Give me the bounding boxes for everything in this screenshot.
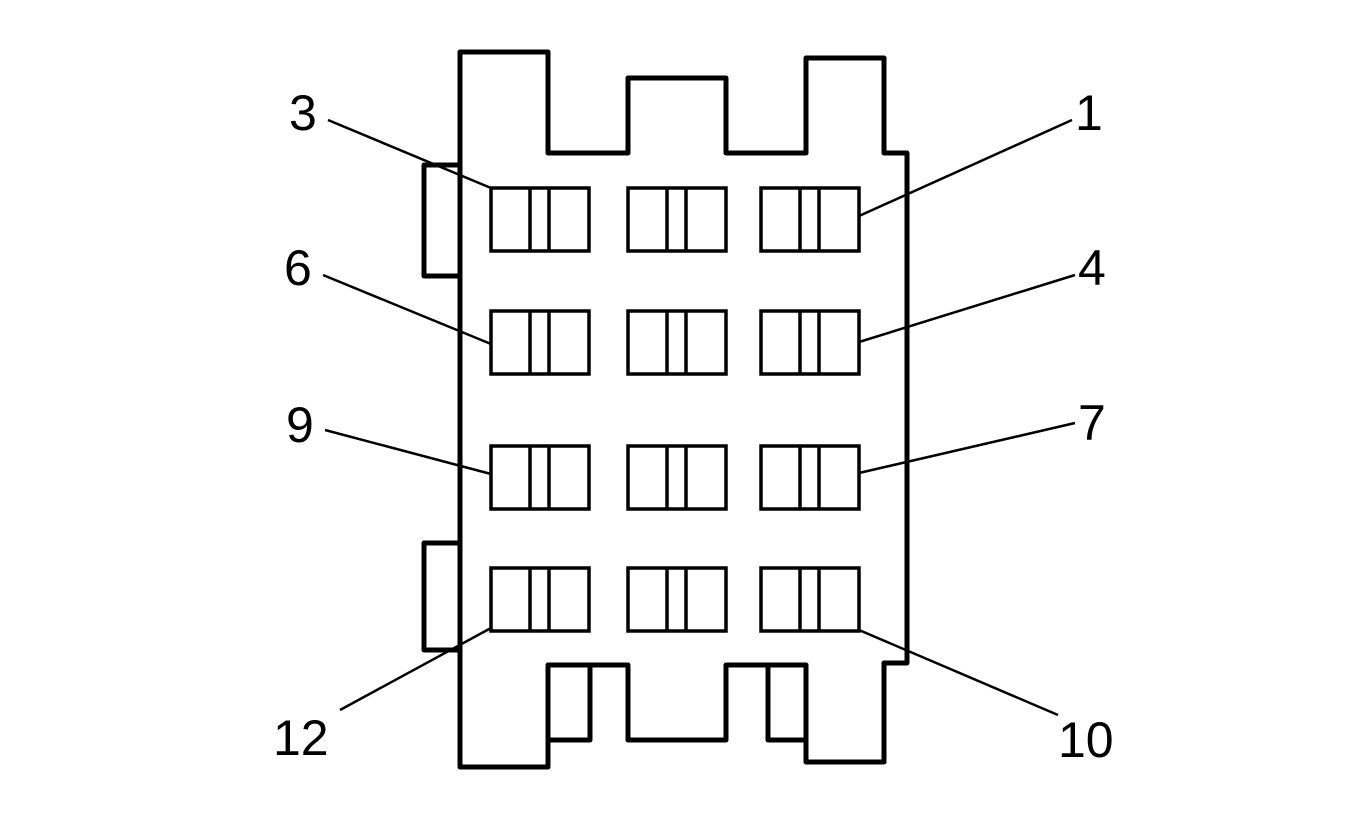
latch-tab-left-upper (421, 162, 463, 279)
cavity-12 (489, 566, 591, 633)
leader-line-1 (858, 118, 1073, 218)
pin-label-9: 9 (286, 397, 314, 453)
pin-label-12: 12 (273, 710, 329, 766)
cavity-5 (626, 309, 728, 376)
bottom-notch-inner-left (545, 662, 593, 743)
pin-label-7: 7 (1078, 395, 1106, 451)
leader-line-6 (322, 273, 492, 346)
cavity-1 (759, 186, 861, 253)
leader-line-4 (858, 273, 1076, 344)
pin-label-10: 10 (1058, 712, 1114, 768)
bottom-notch-inner-right (765, 662, 809, 743)
leader-line-12 (339, 626, 492, 712)
cavity-3 (489, 186, 591, 253)
cavity-2 (626, 186, 728, 253)
latch-tab-left-lower (421, 540, 463, 653)
pin-label-3: 3 (289, 85, 317, 141)
cavity-9 (489, 444, 591, 511)
cavity-6 (489, 309, 591, 376)
pin-label-4: 4 (1078, 240, 1106, 296)
cavity-4 (759, 309, 861, 376)
pin-label-6: 6 (284, 240, 312, 296)
leader-line-7 (858, 421, 1076, 475)
cavity-8 (626, 444, 728, 511)
cavity-10 (759, 566, 861, 633)
cavity-7 (759, 444, 861, 511)
pin-label-1: 1 (1075, 85, 1103, 141)
leader-line-9 (324, 428, 492, 476)
leader-line-10 (858, 628, 1059, 717)
cavity-grid (489, 186, 861, 633)
connector-housing-outline (457, 49, 910, 770)
cavity-11 (626, 566, 728, 633)
leader-line-3 (327, 118, 492, 190)
